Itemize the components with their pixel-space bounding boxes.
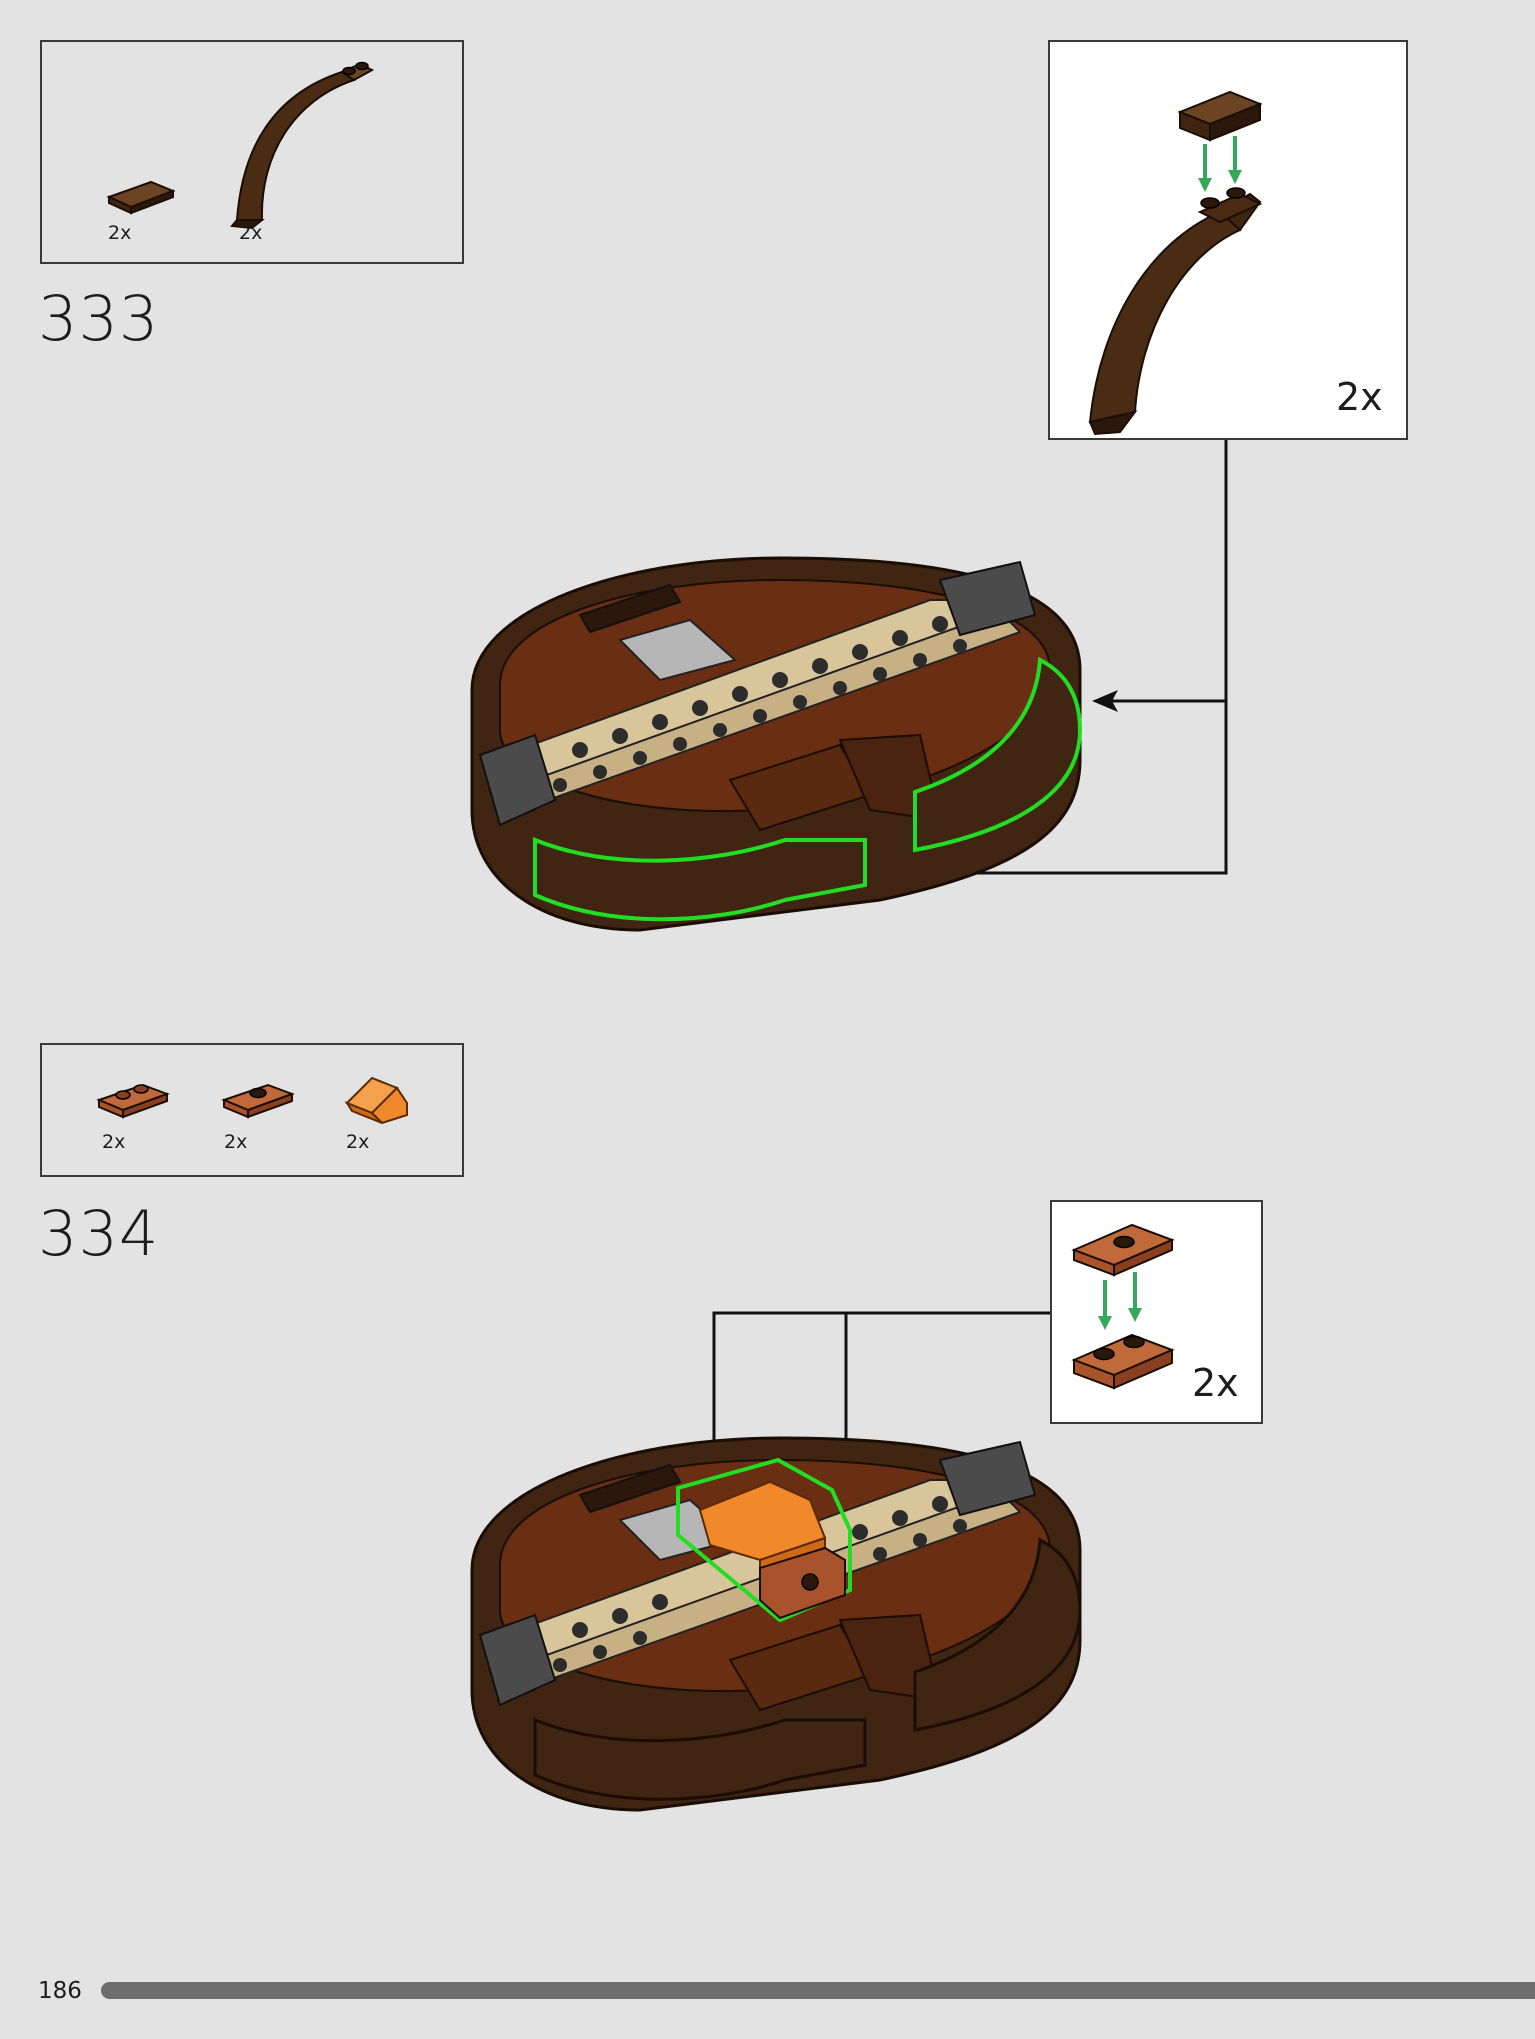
dark-brown-plate-icon	[106, 180, 176, 215]
reddish-brown-jumper-plate-icon	[221, 1083, 295, 1119]
part-qty-5: 2x	[346, 1131, 370, 1153]
part-qty-2: 2x	[239, 222, 263, 244]
page-number: 186	[38, 1978, 82, 2004]
subassembly-callout-333: 2x	[1048, 40, 1408, 440]
arch-subassembly-diagram	[1088, 90, 1263, 436]
model-step-334	[470, 1436, 1082, 1812]
model-step-333	[470, 556, 1083, 932]
step-number-333: 333	[38, 282, 160, 355]
subassembly-qty: 2x	[1336, 375, 1383, 419]
part-qty-4: 2x	[224, 1131, 248, 1153]
subassembly-callout-334: 2x	[1050, 1200, 1263, 1424]
subassembly-qty: 2x	[1192, 1361, 1239, 1405]
reddish-brown-plate-icon	[96, 1083, 170, 1119]
dark-brown-arch-icon	[230, 61, 375, 230]
orange-slope-icon	[344, 1076, 408, 1125]
parts-list-step-334: 2x 2x 2x	[40, 1043, 464, 1177]
step-number-334: 334	[38, 1197, 160, 1270]
progress-bar	[101, 1982, 1535, 1999]
part-qty-1: 2x	[108, 222, 132, 244]
plate-stack-subassembly-diagram	[1071, 1223, 1175, 1390]
parts-list-step-333: 2x 2x	[40, 40, 464, 264]
part-qty-3: 2x	[102, 1131, 126, 1153]
